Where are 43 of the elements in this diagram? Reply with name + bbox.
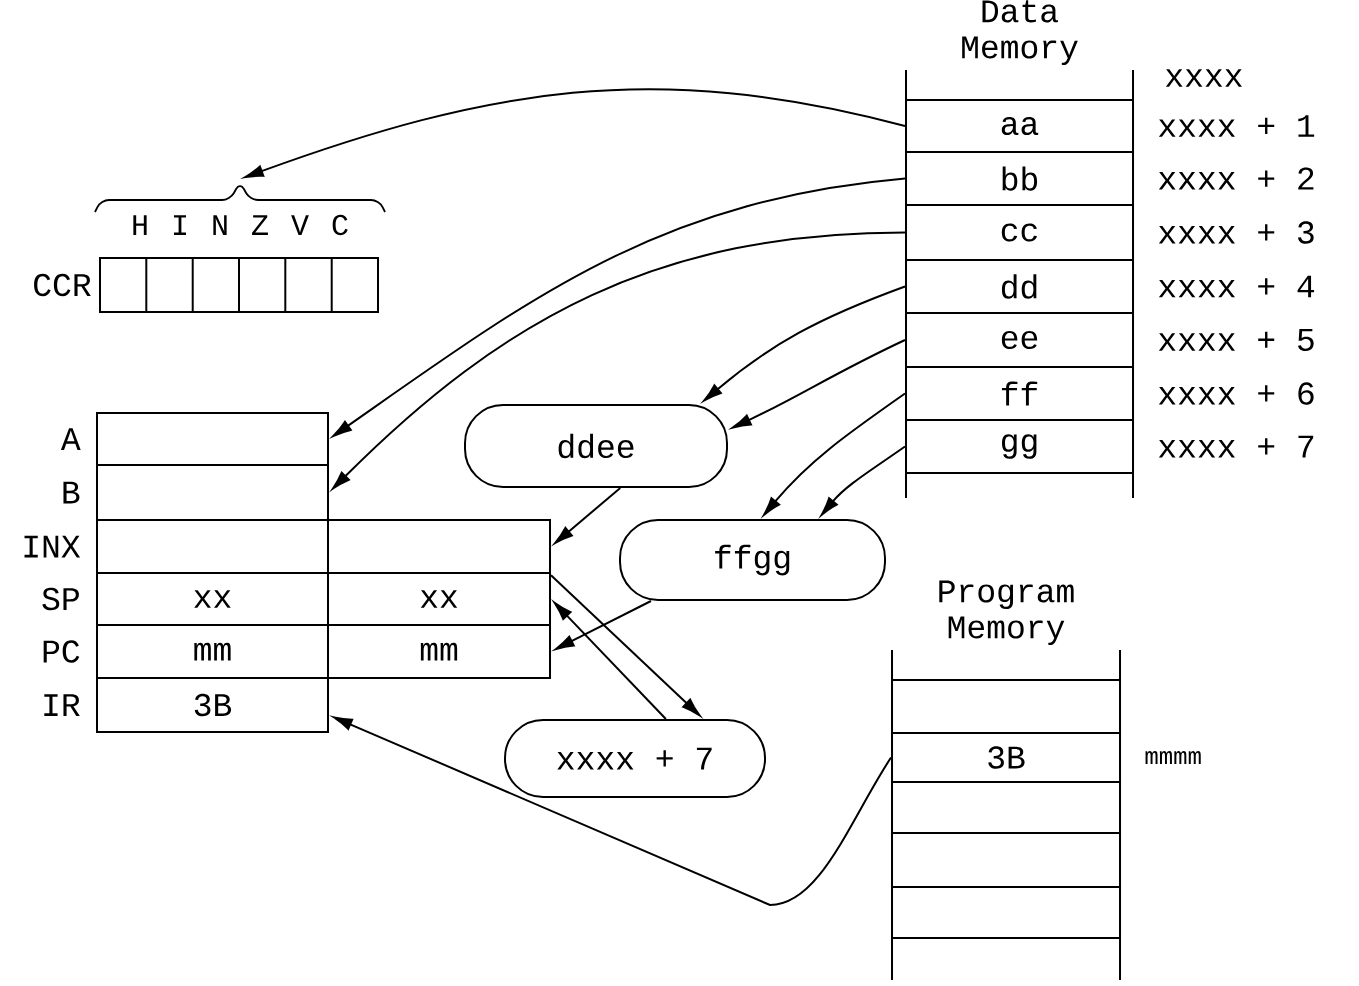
register-label: B <box>63 481 80 504</box>
rounded-box: ffgg <box>619 519 886 601</box>
memory-cell <box>891 832 1121 888</box>
memory-cell: dd <box>905 259 1134 314</box>
flag-label: N <box>213 215 227 235</box>
memory-cell: bb <box>905 151 1134 206</box>
address-label: xxxx + 1 <box>1158 115 1315 137</box>
arrow <box>554 487 622 544</box>
register-label: CCR <box>34 273 91 297</box>
memory-cell <box>891 781 1121 834</box>
memory-title: Data Memory <box>962 0 1078 65</box>
register-label: A <box>60 428 81 450</box>
memory-cell <box>891 679 1121 734</box>
address-label: xxxx + 3 <box>1158 221 1314 244</box>
address-label: xxxx + 5 <box>1158 329 1314 352</box>
register-cell: xx <box>327 572 551 626</box>
address-label: xxxx + 7 <box>1158 435 1314 458</box>
register-label: IR <box>44 694 80 716</box>
flag-label: H <box>133 215 147 235</box>
flag-label: Z <box>252 215 268 235</box>
memory-cell: ff <box>905 366 1134 421</box>
memory-cell: aa <box>905 99 1134 153</box>
memory-cell: gg <box>905 419 1134 474</box>
address-label: xxxx + 6 <box>1158 382 1314 405</box>
register-cell: xx <box>96 572 329 626</box>
flag-label: V <box>291 215 309 235</box>
memory-title: Program Memory <box>939 580 1074 645</box>
memory-cell: cc <box>905 204 1134 261</box>
memory-cell: 3B <box>891 732 1121 783</box>
register-label: SP <box>42 587 79 611</box>
memory-cell: ee <box>905 312 1134 368</box>
register-cell: mm <box>96 624 329 679</box>
register-label: INX <box>24 535 81 558</box>
register-cell: 3B <box>96 677 329 733</box>
address-label: xxxx <box>1165 69 1242 87</box>
address-label: mmmm <box>1145 751 1201 764</box>
register-label: PC <box>43 640 80 663</box>
memory-cell <box>891 886 1121 939</box>
address-label: xxxx + 2 <box>1158 167 1314 190</box>
register-cell: mm <box>327 624 551 679</box>
register-cell <box>327 519 551 574</box>
flag-label: I <box>173 215 186 235</box>
address-label: xxxx + 4 <box>1158 275 1315 298</box>
